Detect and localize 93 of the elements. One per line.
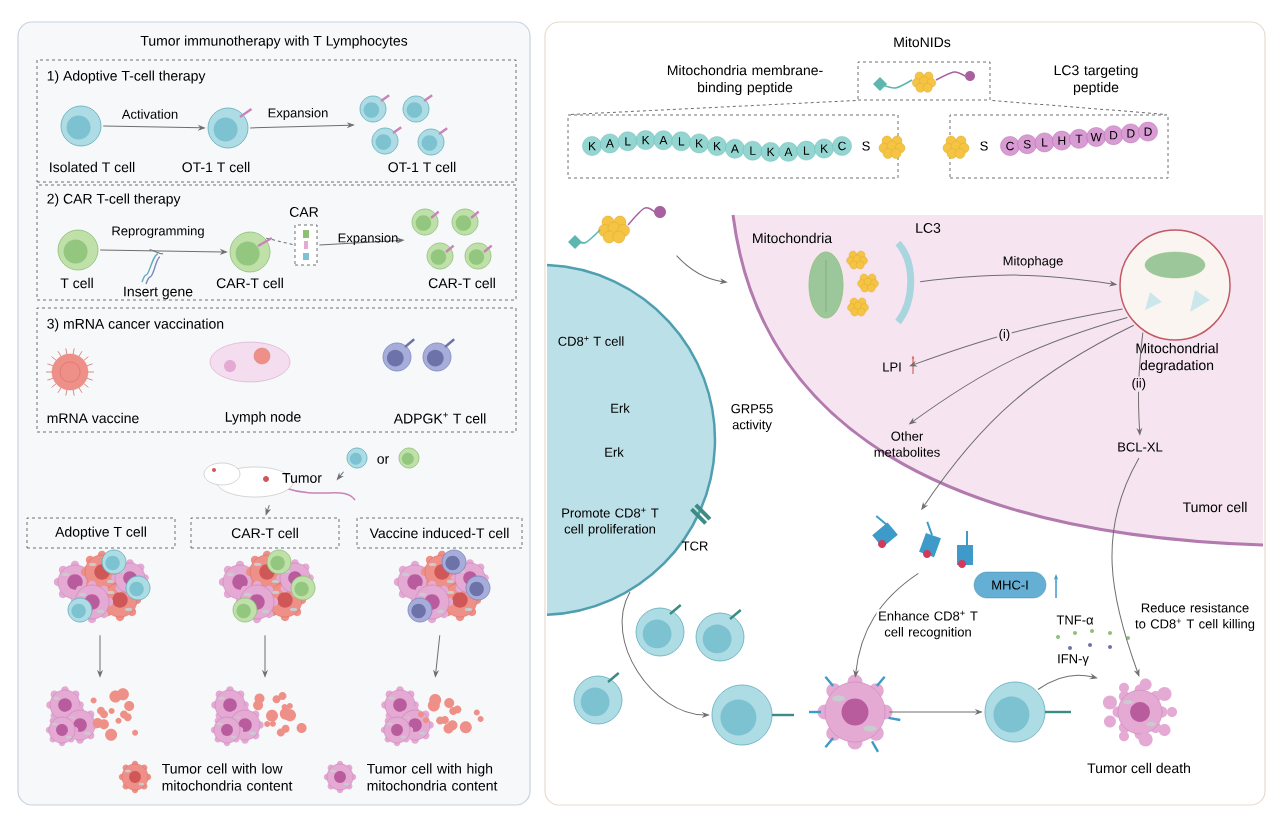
label: TCR (681, 541, 708, 551)
node-label: Tumor cell death (1087, 762, 1190, 774)
node-label: CAR-T cell (428, 277, 495, 289)
label: Mitochondria membrane-binding peptide (667, 65, 823, 95)
label-box (26, 517, 176, 549)
arrow (1037, 674, 1097, 690)
arrow (262, 634, 268, 677)
label: Erk (611, 403, 630, 413)
heading: 1) Adoptive T-cell therapy (47, 70, 206, 84)
heading: Tumor immunotherapy with T Lymphocytes (140, 35, 408, 49)
node-label: ADPGK$^{+}$ T cell (393, 412, 486, 424)
dying-tumor-cluster-drawing (210, 686, 307, 747)
t-cell-drawing (984, 681, 1071, 743)
label-box (356, 517, 523, 549)
node-label: LPI (883, 362, 901, 372)
arrow (1137, 332, 1144, 435)
node-label: Mitochondria (753, 232, 833, 244)
tumor-cluster-drawing (218, 549, 316, 624)
node-label: Other metabolites (874, 431, 940, 457)
arrow (102, 125, 205, 131)
arrow (265, 504, 271, 515)
arrow (888, 709, 982, 715)
legend-label: Tumor cell with low mitochondria content (162, 763, 293, 791)
heading: MHC-I (992, 580, 1028, 590)
mhc-pill (973, 571, 1047, 599)
tumor-cell-drawing (809, 674, 901, 753)
arrow (318, 238, 404, 246)
node-label: Isolated T cell (50, 161, 135, 173)
arrow (909, 308, 1123, 367)
car-inset-box (289, 207, 319, 266)
node-label: CD8$^{+}$ T cell (558, 336, 624, 346)
tumor-cluster-drawing (393, 549, 491, 624)
edge-label: Mitophage (1003, 255, 1063, 269)
node-label: OT-1 T cell (182, 161, 250, 173)
nanoparticle-drawing (568, 206, 666, 249)
arrow (99, 249, 227, 255)
edge-label: Enhance CD8$^{+}$ T cell recognition (876, 609, 980, 641)
node-label: Lymph node (225, 411, 301, 425)
section-box (36, 59, 517, 183)
heading: 2) CAR T-cell therapy (47, 193, 181, 207)
edge-label: (i) (997, 327, 1012, 343)
connector-line (991, 100, 1167, 115)
arrow (621, 591, 709, 718)
arrow (433, 634, 441, 677)
connector-line (265, 237, 294, 246)
arrow (853, 572, 919, 677)
heading: 3) mRNA cancer vaccination (47, 318, 224, 332)
edge-label: Expansion (338, 232, 398, 246)
node-label: mRNA vaccine (47, 412, 139, 424)
heading: Vaccine induced-T cell (369, 527, 509, 539)
node-label: OT-1 T cell (388, 161, 456, 173)
dying-tumor-cluster-drawing (380, 686, 484, 747)
label: GRP55 activity (731, 404, 773, 432)
label: LC3 targeting peptide (1054, 65, 1138, 95)
mhc-receptor-drawing (872, 515, 973, 568)
legend-label: Tumor cell with high mitochondria content (367, 763, 498, 791)
node-label: LC3 (916, 223, 941, 233)
node-label: CAR-T cell (216, 277, 283, 289)
arrow (676, 255, 727, 284)
arrow (1111, 457, 1140, 677)
node-label: MitoNIDs (894, 36, 951, 48)
dying-tumor-cluster-drawing (45, 686, 139, 747)
edge-label: TNF-α (1056, 615, 1094, 625)
heading: CAR-T cell (231, 527, 298, 539)
edge-label: Activation (121, 109, 178, 119)
section-box (36, 307, 517, 433)
arrow (909, 317, 1128, 425)
label-box (190, 517, 340, 549)
arrow (249, 122, 354, 129)
edge-label: Reprogramming (112, 225, 204, 239)
tumor-cluster-drawing (53, 549, 151, 624)
label: IFN-γ (1058, 654, 1089, 666)
node-label: Tumor cell (1182, 501, 1247, 513)
arrow (919, 274, 1117, 287)
label: Erk (605, 447, 624, 457)
node-label: or (377, 456, 389, 464)
t-cell-drawing (711, 684, 794, 746)
arrow (336, 471, 345, 480)
edge-label: Expansion (268, 107, 328, 121)
node-label: Promote CD8$^{+}$ T cell proliferation (562, 507, 659, 537)
node-label: Mitochondrial degradation (1136, 343, 1218, 374)
connector-line (569, 100, 857, 115)
heading: CAR (289, 207, 319, 217)
node-label: T cell (60, 277, 93, 289)
node-label: Insert gene (124, 286, 193, 300)
arrow (921, 324, 1135, 510)
edge-label: Reduce resistance to CD8$^{+}$ T cell killing (1133, 601, 1257, 633)
arrow (97, 634, 103, 677)
connector-line (149, 249, 164, 255)
node-label: BCL-XL (1118, 442, 1163, 452)
node-label: Tumor (282, 473, 322, 483)
heading: Adoptive T cell (55, 526, 146, 540)
section-box (36, 184, 517, 301)
